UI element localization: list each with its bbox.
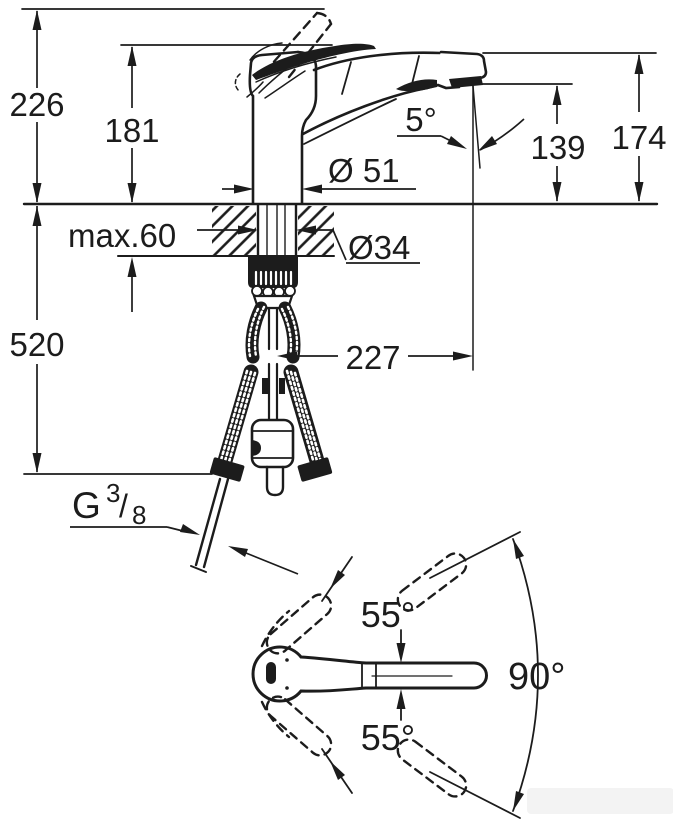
reference-lines	[21, 8, 659, 475]
dimension-139: 139	[530, 85, 586, 202]
label-swivel-range: 90°	[508, 656, 565, 698]
label-swivel-lower: 55°	[361, 717, 415, 758]
label-connection-drop: 520	[9, 326, 64, 363]
lever-raised-dashed	[262, 11, 333, 79]
label-deck-thickness: max.60	[68, 217, 176, 254]
water-stream	[472, 85, 481, 371]
dimension-174: 174	[611, 54, 667, 202]
faucet-body	[234, 11, 488, 371]
mousseur	[449, 76, 483, 88]
dimensions: 226 181 139 174 520	[9, 10, 667, 575]
label-thread-size: G 3 / 8	[72, 478, 146, 530]
supply-hoses	[217, 364, 325, 469]
label-body-diameter: Ø 51	[328, 152, 400, 189]
dimension-520: 520	[9, 206, 65, 473]
label-overall-height: 226	[9, 86, 64, 123]
label-spout-reach: 227	[345, 339, 400, 376]
label-shank-diameter: Ø34	[348, 229, 410, 266]
watermark	[527, 788, 673, 814]
dimension-max60: max.60	[68, 217, 176, 312]
dimension-d34: Ø34	[197, 225, 420, 266]
pivot-detail	[234, 42, 306, 99]
label-outlet-height: 139	[530, 129, 585, 166]
label-body-height: 181	[104, 112, 159, 149]
label-swivel-upper: 55°	[361, 594, 415, 635]
label-stream-angle: 5°	[405, 101, 437, 138]
dimension-226: 226	[9, 10, 65, 203]
dimension-d51: Ø 51	[222, 152, 416, 194]
under-counter-hardware	[190, 257, 333, 573]
faucet-top-view: 55° 90° 55°	[251, 531, 565, 819]
dimension-thread: G 3 / 8	[70, 478, 299, 575]
dimension-181: 181	[104, 46, 160, 203]
label-spout-end-height: 174	[611, 119, 666, 156]
dimension-227: 227	[277, 339, 473, 376]
dimension-5deg: 5°	[397, 101, 525, 151]
pullout-hose	[267, 306, 279, 422]
lever-handle	[252, 43, 376, 80]
handle-positions-dashed	[260, 552, 468, 798]
angle-dimensions	[321, 531, 539, 819]
handle-plan	[251, 645, 488, 703]
supply-pipe	[190, 477, 230, 573]
